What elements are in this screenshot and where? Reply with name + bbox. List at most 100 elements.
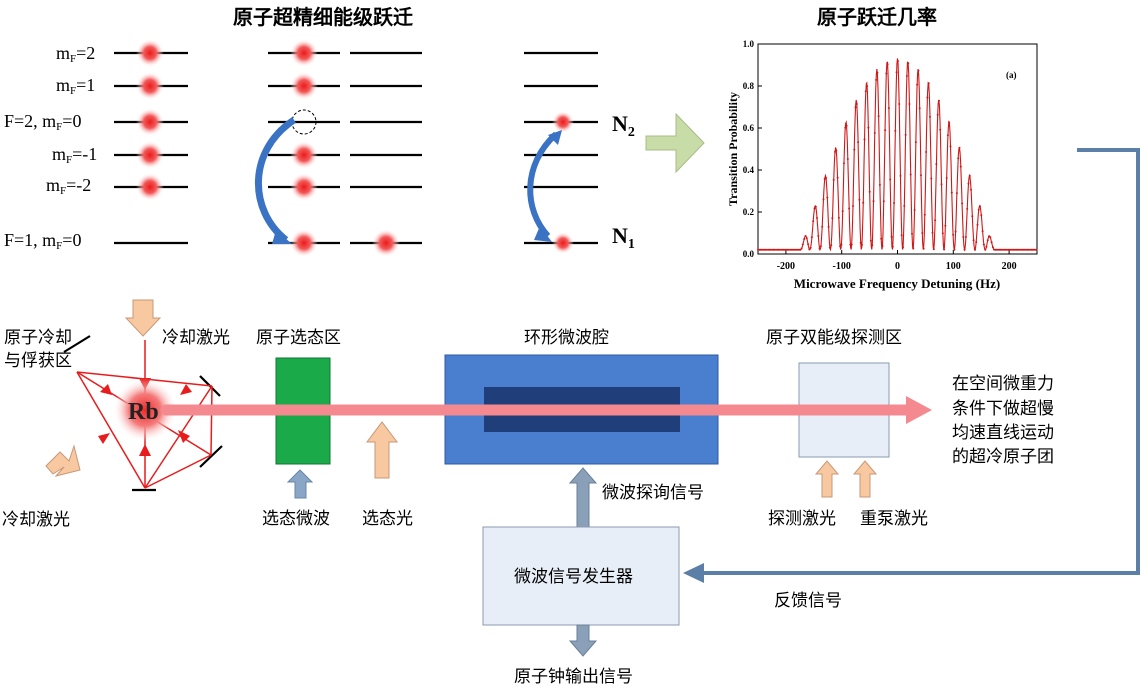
fringe-data-point	[841, 210, 844, 213]
fringe-data-point	[975, 241, 978, 244]
fringe-data-point	[905, 75, 908, 77]
microwave-generator-box	[482, 526, 680, 626]
fringe-data-point	[950, 191, 953, 194]
fringe-data-point	[896, 60, 899, 63]
fringe-data-point	[985, 245, 988, 248]
fringe-data-point	[831, 217, 834, 220]
fringe-data-point	[877, 115, 880, 118]
fringe-data-point	[981, 230, 984, 233]
fringe-data-point	[929, 115, 931, 118]
cooling-laser-top-label: 冷却激光	[162, 328, 230, 348]
fringe-data-point	[881, 245, 884, 247]
fringe-data-point	[944, 224, 947, 227]
fringe-data-point	[880, 237, 883, 240]
level-label-mf2: mF=2	[56, 43, 95, 65]
x-tick-label: 200	[1002, 261, 1017, 272]
fringe-data-point	[900, 234, 903, 237]
y-tick-label: 0.8	[743, 81, 755, 91]
atom-beam-arrowhead	[906, 396, 932, 424]
fringe-data-point	[858, 198, 861, 201]
rb-atom-cloud	[113, 378, 177, 442]
fringe-data-point	[871, 244, 874, 247]
fringe-data-point	[948, 121, 951, 124]
fringe-data-point	[932, 248, 935, 251]
y-tick-label: 0.0	[743, 249, 755, 259]
fringe-data-point	[898, 103, 901, 105]
fringe-data-point	[848, 207, 851, 210]
fringe-data-point	[814, 205, 817, 208]
fringe-data-point	[899, 174, 902, 177]
fringe-data-point	[832, 178, 835, 181]
y-tick-label: 0.6	[743, 123, 755, 133]
fringe-data-point	[873, 132, 876, 134]
label-n2: N2	[612, 111, 635, 140]
fringe-data-point	[821, 225, 824, 228]
transition-arrowhead-n1	[534, 226, 552, 242]
cooling-laser-bottom-label: 冷却激光	[2, 510, 70, 530]
fringe-data-point	[989, 236, 992, 239]
probe-laser-arrow	[814, 460, 840, 498]
fringe-data-point	[958, 146, 961, 149]
fringe-data-point	[799, 248, 802, 251]
fringe-data-point	[878, 183, 881, 186]
fringe-data-point	[982, 243, 985, 246]
atom-n2	[552, 111, 574, 133]
fringe-data-point	[908, 103, 911, 105]
fringe-data-point	[839, 245, 842, 248]
fringe-data-point	[921, 232, 924, 234]
fringe-data-point	[875, 78, 878, 81]
level-label-f1-mf0: F=1, mF=0	[4, 230, 81, 252]
state-select-microwave-arrow	[286, 469, 314, 499]
transition-arrow-down	[254, 117, 296, 243]
cooling-zone-label-2: 与俘获区	[4, 351, 72, 371]
fringe-data-point	[949, 145, 952, 148]
fringe-data-point	[941, 232, 944, 235]
level-label-mfm1: mF=-1	[52, 144, 97, 166]
fringe-data-point	[835, 149, 838, 152]
fringe-data-point	[895, 71, 898, 74]
fringe-data-point	[826, 196, 829, 199]
fringe-data-point	[854, 106, 857, 109]
fringe-data-point	[972, 239, 975, 242]
chart-panel-label: (a)	[1006, 70, 1017, 80]
fringe-data-point	[970, 188, 972, 191]
fringe-data-point	[990, 241, 993, 244]
fringe-data-point	[862, 201, 865, 204]
fringe-data-point	[891, 245, 894, 248]
transition-arrowhead-down	[272, 230, 292, 244]
transition-arrowhead-n2	[548, 130, 562, 145]
fringe-data-point	[868, 190, 871, 193]
y-tick-label: 1.0	[743, 39, 755, 49]
fringe-data-point	[886, 63, 889, 66]
microwave-interrogation-arrow	[568, 467, 598, 528]
green-arrow-to-chart	[645, 112, 705, 174]
fringe-data-point	[876, 71, 879, 74]
fringe-data-point	[923, 213, 926, 216]
fringe-data-point	[957, 157, 960, 160]
x-tick-label: -200	[777, 261, 795, 272]
microwave-generator-label: 微波信号发生器	[514, 567, 633, 587]
fringe-data-point	[845, 124, 848, 127]
fringe-data-point	[813, 207, 816, 210]
fringe-data-point	[980, 214, 983, 217]
fringe-data-point	[803, 238, 806, 240]
fringe-data-point	[971, 215, 974, 218]
state-select-light-label: 选态光	[362, 509, 413, 529]
fringe-data-point	[961, 202, 964, 205]
fringe-data-point	[904, 133, 907, 136]
fringe-data-point	[808, 248, 811, 251]
fringe-data-point	[850, 243, 853, 246]
level-label-f2-mf0: F=2, mF=0	[4, 111, 81, 133]
fringe-data-point	[887, 107, 890, 110]
fringe-data-point	[840, 243, 843, 246]
level-label-mfm2: mF=-2	[46, 175, 91, 197]
y-tick-label: 0.2	[743, 207, 755, 217]
fringe-data-point	[859, 241, 862, 244]
atom-n1	[552, 232, 574, 254]
fringe-data-point	[935, 163, 938, 166]
fringe-data-point	[828, 246, 831, 249]
fringe-data-point	[952, 233, 955, 236]
fringe-data-point	[863, 138, 866, 141]
fringe-data-point	[816, 217, 818, 219]
